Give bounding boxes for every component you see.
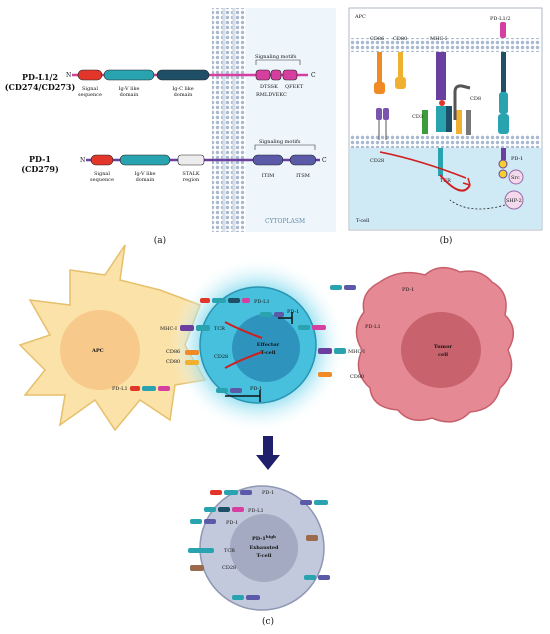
label-cd80: CD80 xyxy=(393,36,407,42)
pd1-igv-2: domain xyxy=(136,177,156,183)
membrane-a xyxy=(212,8,246,232)
label-tumor-2: cell xyxy=(438,352,448,358)
label-tcell-b: T-cell xyxy=(356,218,370,224)
pdl1-igc xyxy=(156,69,210,81)
pdl1-igv xyxy=(103,69,155,81)
label-cd80-apc: CD80 xyxy=(166,359,180,365)
label-cd3: CD3 xyxy=(412,114,423,120)
pd1-stalk xyxy=(177,154,205,166)
label-shp2: SHP-2 xyxy=(506,198,522,204)
label-itsm: ITSM xyxy=(296,173,310,179)
pdl1-igv-2: domain xyxy=(120,92,140,98)
label-pdl1-tumor: PD-L1 xyxy=(365,324,381,330)
motif-dtssk: DTSSK xyxy=(260,84,278,90)
caption-a: (a) xyxy=(154,235,166,246)
caption-c: (c) xyxy=(262,616,274,627)
pd1-stalk-2: region xyxy=(183,177,200,183)
pd1-n: N xyxy=(80,157,85,164)
pdl1-signal-1: Signal xyxy=(82,86,98,92)
motif-qfeet: QFEET xyxy=(285,84,304,90)
progression-arrow xyxy=(256,436,280,470)
label-tcr-ex: TCR xyxy=(224,548,235,554)
label-pd1-top: PD-1 xyxy=(287,309,299,315)
label-pd1-bottom: PD-1 xyxy=(250,386,262,392)
label-effector-1: Effector xyxy=(257,342,280,348)
label-apc-c: APC xyxy=(91,348,104,354)
pd1-title-1: PD-1 xyxy=(29,154,51,164)
label-tumor-1: Tumor xyxy=(434,344,453,350)
pd1-signal-1: Signal xyxy=(94,171,110,177)
label-cd8: CD8 xyxy=(470,96,481,102)
pdl1-igc-1: Ig-C like xyxy=(172,86,194,92)
cytoplasm-label: CYTOPLASM xyxy=(265,218,305,225)
pd1-igv-1: Ig-V like xyxy=(135,171,156,177)
label-pd1-tumor: PD-1 xyxy=(402,287,414,293)
label-cd80-tumor: CD80 xyxy=(350,374,364,380)
receptors-effector: PD-L1 PD-1 MHC-I TCR CD86 CD80 CD28 PD-L… xyxy=(112,285,414,402)
label-tcr-eff: TCR xyxy=(214,326,225,332)
pdl1-title-2: (CD274/CD273) xyxy=(5,82,76,92)
pd1-igv xyxy=(119,154,171,166)
panel-c: APC Tumor cell Effector T-cell PD-L1 PD-… xyxy=(18,244,514,627)
pd1-c: C xyxy=(322,157,327,164)
label-pdl1-ex: PD-L1 xyxy=(248,508,264,514)
label-cd28-eff: CD28 xyxy=(214,354,228,360)
apc-membrane xyxy=(350,38,541,52)
pd1-itim xyxy=(252,154,284,166)
pdl1-c: C xyxy=(311,72,316,79)
pdl1-igv-1: Ig-V like xyxy=(119,86,140,92)
panel-a: PD-L1/2 (CD274/CD273) N C Signaling moti… xyxy=(5,8,336,246)
label-mhc1-apc: MHC-I xyxy=(160,326,177,332)
label-pdl1-top: PD-L1 xyxy=(254,299,270,305)
receptors-exhausted: PD-1 PD-L1 PD-1 TCR CD28 xyxy=(188,490,330,600)
label-cd28: CD28 xyxy=(370,158,384,164)
label-pd1-b: PD-1 xyxy=(511,156,523,162)
label-mhc1: MHC-I xyxy=(430,36,447,42)
label-exhausted-1: PD-1high xyxy=(252,534,276,542)
label-pd1-ex1: PD-1 xyxy=(262,490,274,496)
label-mhc1-tumor: MHC-I xyxy=(348,349,365,355)
motif-rmldvekc: RMLDVEKC xyxy=(256,92,287,98)
pdl1-igc-2: domain xyxy=(174,92,194,98)
tcell-membrane xyxy=(350,134,541,148)
label-cd86-apc: CD86 xyxy=(166,349,180,355)
pd1-signaling-motifs: Signaling motifs xyxy=(259,139,301,145)
label-cd86: CD86 xyxy=(370,36,384,42)
pd1-signal-2: sequence xyxy=(90,177,114,183)
pdl1-signal xyxy=(77,69,103,81)
pdl1-title-1: PD-L1/2 xyxy=(22,72,58,82)
pd1-itsm xyxy=(289,154,317,166)
label-apc-b: APC xyxy=(354,14,366,20)
pdl1-n: N xyxy=(66,72,71,79)
label-exhausted-3: T-cell xyxy=(257,553,272,559)
pd1-stalk-1: STALK xyxy=(182,171,199,177)
tcell-region xyxy=(350,148,541,229)
pdl1-signaling-motifs: Signaling motifs xyxy=(255,54,297,60)
pd1-title-2: (CD279) xyxy=(21,164,59,174)
label-pdl1-apc: PD-L1 xyxy=(112,386,128,392)
label-pdl12: PD-L1/2 xyxy=(490,16,511,22)
label-exhausted-2: Exhausted xyxy=(249,545,279,551)
pd1-signal xyxy=(90,154,114,166)
label-src: Src xyxy=(511,175,520,181)
label-effector-2: T-cell xyxy=(261,350,276,356)
label-itim: ITIM xyxy=(262,173,274,179)
panel-b: APC T-cell CD86 CD80 CD28 MHC-I TCR CD3 … xyxy=(348,7,543,246)
caption-b: (b) xyxy=(440,235,453,246)
pdl1-signal-2: sequence xyxy=(78,92,102,98)
label-pd1-ex2: PD-1 xyxy=(226,520,238,526)
label-cd28-ex: CD28 xyxy=(222,565,236,571)
cytoplasm-bg xyxy=(246,8,336,232)
